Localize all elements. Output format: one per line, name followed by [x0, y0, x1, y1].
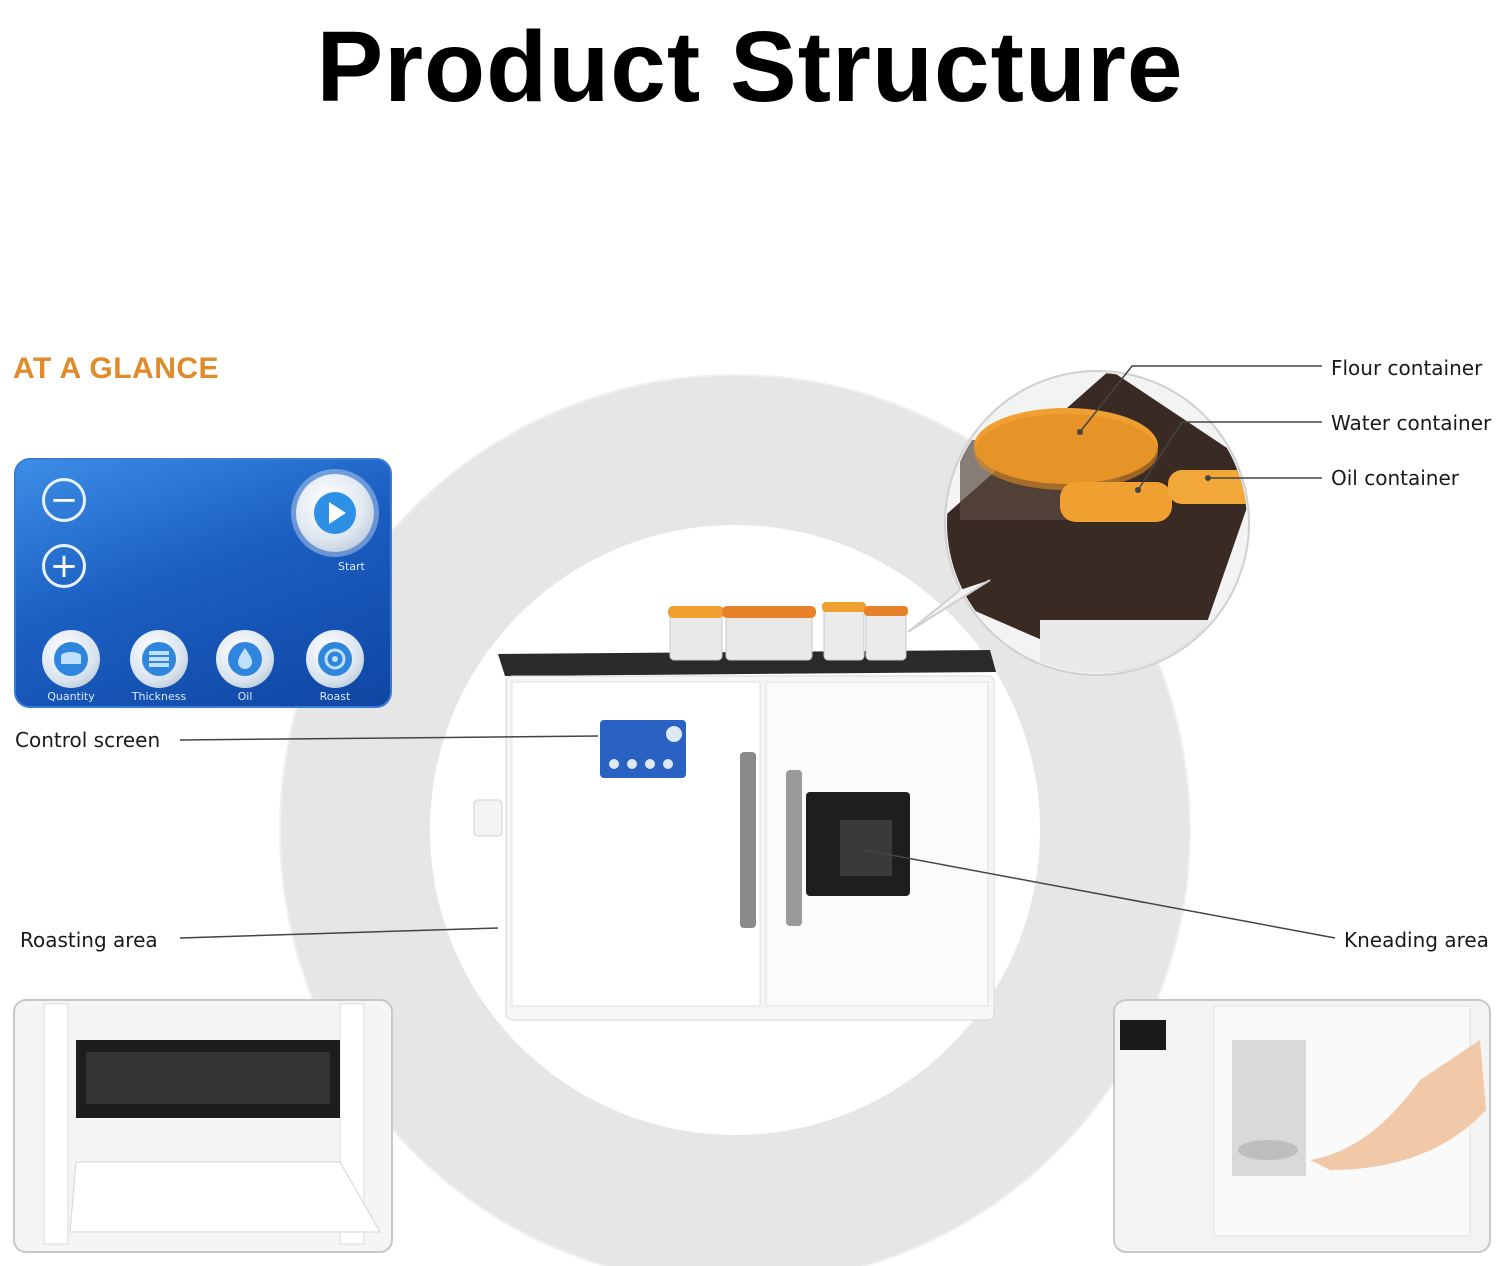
callout-lines	[179, 365, 1336, 939]
machine	[473, 602, 996, 1021]
containers-zoom	[907, 370, 1250, 676]
kneading-inset	[1113, 999, 1491, 1253]
thickness-button	[130, 630, 188, 688]
roast-label: Roast	[319, 690, 351, 703]
roast-icon	[318, 642, 352, 676]
oil-label: Oil	[237, 690, 253, 703]
play-icon	[314, 492, 356, 534]
background-ring-outline	[279, 374, 1191, 1266]
start-button	[296, 474, 374, 552]
background-ring	[280, 375, 1190, 1266]
oil-button	[216, 630, 274, 688]
thickness-icon	[142, 642, 176, 676]
kneading-area-label: Kneading area	[1344, 928, 1489, 952]
roasting-area-label: Roasting area	[20, 928, 158, 952]
thickness-label: Thickness	[131, 690, 187, 703]
quantity-icon	[54, 642, 88, 676]
quantity-button	[42, 630, 100, 688]
minus-icon: −	[42, 478, 86, 522]
oil-container-label: Oil container	[1331, 466, 1459, 490]
control-panel-inset: − + Start Quantity Thickness Oil	[14, 458, 392, 708]
water-container-label: Water container	[1331, 411, 1492, 435]
quantity-label: Quantity	[47, 690, 95, 703]
page-title: Product Structure	[316, 11, 1184, 123]
plus-icon: +	[42, 544, 86, 588]
roasting-inset	[13, 999, 393, 1253]
section-heading: AT A GLANCE	[13, 352, 220, 385]
oil-drop-icon	[228, 642, 262, 676]
control-screen-label: Control screen	[15, 728, 161, 752]
roast-button	[306, 630, 364, 688]
start-label: Start	[338, 560, 365, 573]
flour-container-label: Flour container	[1331, 356, 1483, 380]
